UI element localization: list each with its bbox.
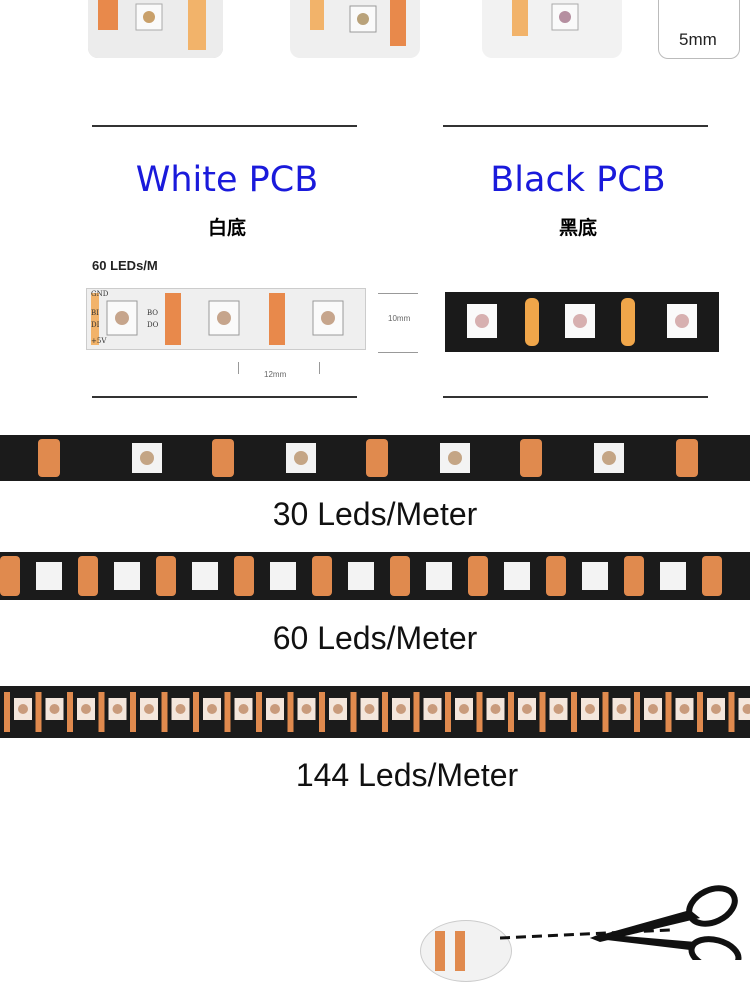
- pad-label-gnd: GND: [91, 290, 108, 298]
- strip-30-leds: [0, 435, 750, 481]
- height-dim-line: [378, 293, 418, 353]
- strip-144-pad: [130, 692, 136, 732]
- strip-144-pad: [256, 692, 262, 732]
- strip-60-leds: [0, 552, 750, 600]
- led-lens: [617, 704, 627, 714]
- strip-144-pad: [288, 692, 294, 732]
- strip-144-pad: [225, 692, 231, 732]
- dimension-label-5mm: 5mm: [679, 30, 717, 50]
- divider-left-bottom: [92, 396, 357, 398]
- top-photo-2: [290, 0, 420, 58]
- black-strip-graphic: [445, 292, 719, 352]
- led-lens: [365, 704, 375, 714]
- black-pcb-title: Black PCB: [443, 160, 713, 200]
- strip-144-pad: [540, 692, 546, 732]
- strip-144-pad: [445, 692, 451, 732]
- strip-144-pad: [571, 692, 577, 732]
- black-pcb-sample: [445, 292, 719, 352]
- cut-point-pad: [420, 920, 512, 982]
- led-lens: [81, 704, 91, 714]
- led-lens: [144, 704, 154, 714]
- density-label-60: 60 Leds/Meter: [0, 620, 750, 657]
- led-lens: [270, 704, 280, 714]
- strip-144-pad: [666, 692, 672, 732]
- white-strip-graphic: [87, 289, 365, 349]
- led-lens: [554, 704, 564, 714]
- density-label-30: 30 Leds/Meter: [0, 496, 750, 533]
- led-lens: [207, 704, 217, 714]
- strip-144-pad: [634, 692, 640, 732]
- top-photo-3: [482, 0, 622, 58]
- led-lens: [585, 704, 595, 714]
- density-note: 60 LEDs/M: [92, 258, 158, 273]
- led-lens: [113, 704, 123, 714]
- led-lens: [333, 704, 343, 714]
- strip-144-pad: [99, 692, 105, 732]
- strip-144-pad: [193, 692, 199, 732]
- pad-label-bi: BI: [91, 309, 99, 317]
- top-photo-1: [88, 0, 223, 58]
- led-lens: [176, 704, 186, 714]
- pad-label-do: DO: [147, 321, 158, 329]
- led-lens: [680, 704, 690, 714]
- white-pcb-title: White PCB: [92, 160, 362, 200]
- divider-left-top: [92, 125, 357, 127]
- pitch-dim-label: 12mm: [264, 370, 286, 379]
- strip-144-pad: [729, 692, 735, 732]
- strip-144-pad: [697, 692, 703, 732]
- strip-144-pad: [382, 692, 388, 732]
- white-pcb-sample: GND BI BO DI DO +5V: [86, 288, 366, 350]
- strip-144-pad: [319, 692, 325, 732]
- white-pcb-subtitle: 白底: [92, 213, 362, 240]
- strip-60-graphic: [0, 552, 750, 600]
- led-lens: [50, 704, 60, 714]
- height-dim-label: 10mm: [388, 314, 410, 323]
- pad-label-bo: BO: [147, 309, 158, 317]
- strip-144-pad: [508, 692, 514, 732]
- led-lens: [491, 704, 501, 714]
- density-label-144: 144 Leds/Meter: [32, 757, 750, 794]
- strip-144-leds: [0, 686, 750, 738]
- strip-30-graphic: [0, 435, 750, 481]
- led-strip-closeup: [482, 0, 622, 58]
- led-lens: [711, 704, 721, 714]
- strip-144-pad: [162, 692, 168, 732]
- led-lens: [302, 704, 312, 714]
- strip-144-pad: [36, 692, 42, 732]
- led-lens: [239, 704, 249, 714]
- strip-144-pad: [603, 692, 609, 732]
- black-pcb-subtitle: 黑底: [443, 213, 713, 240]
- led-lens: [18, 704, 28, 714]
- strip-144-pad: [351, 692, 357, 732]
- led-strip-closeup: [290, 0, 420, 58]
- strip-144-pad: [477, 692, 483, 732]
- pad-label-di: DI: [91, 321, 99, 329]
- strip-144-pad: [67, 692, 73, 732]
- led-lens: [396, 704, 406, 714]
- led-lens: [522, 704, 532, 714]
- strip-144-pad: [414, 692, 420, 732]
- led-lens: [459, 704, 469, 714]
- divider-right-top: [443, 125, 708, 127]
- strip-144-pad: [4, 692, 10, 732]
- divider-right-bottom: [443, 396, 708, 398]
- strip-144-graphic: [0, 686, 750, 738]
- led-lens: [648, 704, 658, 714]
- scissors-icon: [500, 880, 750, 960]
- top-photo-4: 5mm: [658, 0, 740, 59]
- pad-label-5v: +5V: [91, 337, 106, 345]
- led-strip-closeup: [88, 0, 223, 58]
- led-lens: [428, 704, 438, 714]
